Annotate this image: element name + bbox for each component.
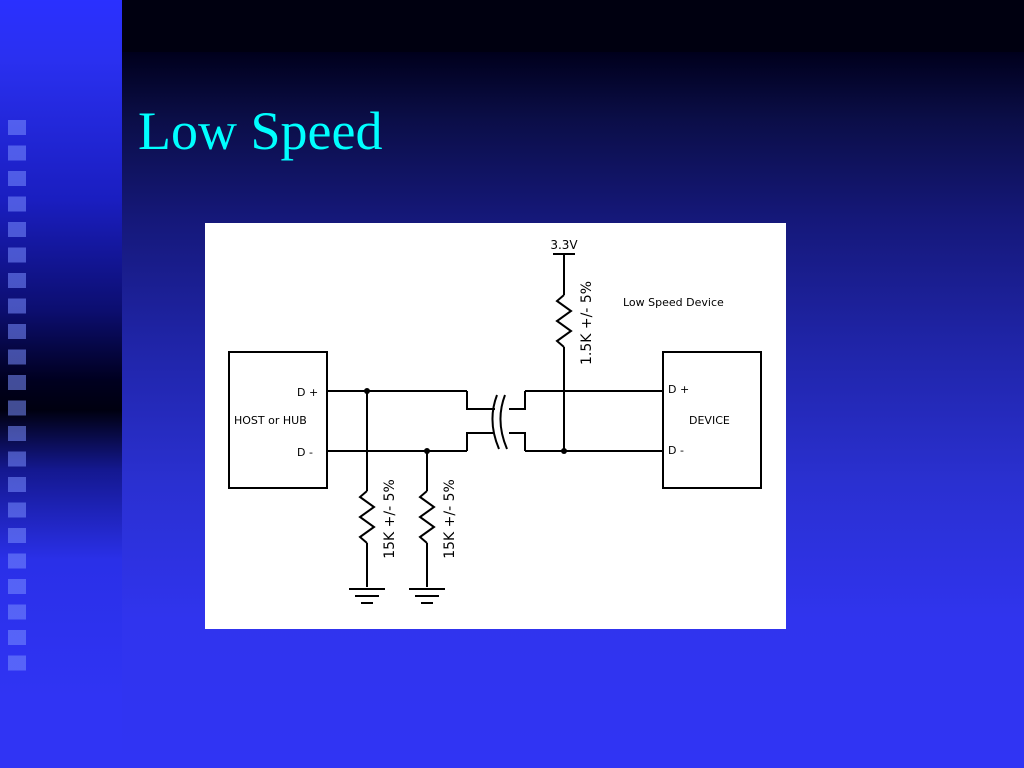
pulldown2-resistor-zigzag (418, 490, 436, 544)
junction-dplus (364, 388, 370, 394)
host-box (228, 351, 328, 489)
junction-pullup (561, 448, 567, 454)
top-bar (122, 0, 1024, 52)
supply-label: 3.3V (550, 238, 578, 252)
device-label: DEVICE (689, 414, 730, 427)
pulldown2-resistor-label: 15K +/- 5% (442, 479, 458, 559)
caption-label: Low Speed Device (623, 296, 724, 309)
pulldown1-resistor-zigzag (358, 490, 376, 544)
circuit-diagram: 3.3V 1.5K +/- 5% Low Speed Device HOST o… (205, 223, 786, 629)
twisted-pair-left (466, 391, 495, 410)
decor-squares (8, 120, 26, 680)
host-dminus-label: D - (297, 446, 313, 459)
left-decor-strip (0, 0, 122, 768)
device-dminus-label: D - (668, 444, 684, 457)
device-dplus-label: D + (668, 383, 689, 396)
slide-title: Low Speed (138, 101, 383, 161)
pullup-resistor-zigzag (555, 294, 573, 348)
pulldown1-resistor-label: 15K +/- 5% (382, 479, 398, 559)
junction-dminus (424, 448, 430, 454)
host-label: HOST or HUB (234, 414, 307, 427)
device-box (662, 351, 762, 489)
host-dplus-label: D + (297, 386, 318, 399)
twisted-pair-break (466, 391, 526, 451)
pullup-resistor-label: 1.5K +/- 5% (579, 281, 595, 365)
